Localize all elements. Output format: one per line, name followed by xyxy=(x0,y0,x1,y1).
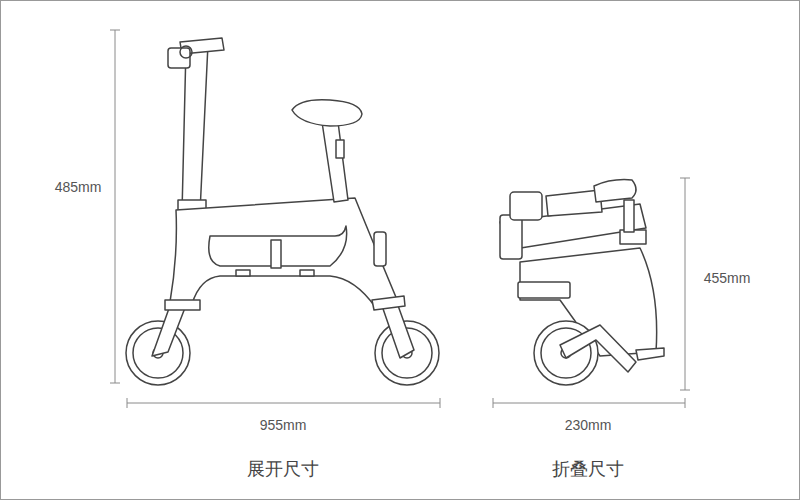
fork-joint xyxy=(165,300,200,310)
dimension-line xyxy=(115,30,116,383)
bell xyxy=(180,46,192,58)
folded-bike xyxy=(500,180,664,385)
dimension-tick xyxy=(685,398,686,408)
dimension-lines xyxy=(110,30,690,408)
dimension-label: 485mm xyxy=(55,179,102,196)
dimension-tick xyxy=(440,398,441,408)
folded-seat xyxy=(594,180,636,202)
bike-frame xyxy=(170,198,398,308)
dimension-tick xyxy=(127,398,128,408)
footrest xyxy=(236,270,250,276)
fork-joint xyxy=(372,296,405,310)
dimension-tick xyxy=(110,30,120,31)
dimension-label: 230mm xyxy=(565,417,612,434)
seat xyxy=(292,100,362,126)
handlebar-stem xyxy=(182,44,208,212)
dimension-tick xyxy=(110,383,120,384)
folded-kickstand xyxy=(636,348,664,360)
caption-label: 展开尺寸 xyxy=(247,459,319,481)
dimension-label: 455mm xyxy=(704,270,751,287)
folded-seat-post xyxy=(624,200,634,232)
dimension-line xyxy=(493,403,685,404)
caption-label: 折叠尺寸 xyxy=(552,459,624,481)
dimension-tick xyxy=(680,178,690,179)
dimension-label: 955mm xyxy=(260,417,307,434)
folded-fork xyxy=(560,325,636,372)
folded-latch xyxy=(518,282,570,298)
footrest xyxy=(300,270,314,276)
frame-latch xyxy=(271,240,281,268)
seat-post xyxy=(322,122,348,202)
dimension-tick xyxy=(493,398,494,408)
seat-clamp xyxy=(336,140,344,158)
dimension-line xyxy=(685,178,686,390)
dimension-line xyxy=(127,403,440,404)
unfolded-bike xyxy=(126,38,439,385)
folded-frame-part xyxy=(546,190,602,216)
side-latch xyxy=(374,232,386,266)
dimension-tick xyxy=(680,390,690,391)
folded-headlight xyxy=(510,192,542,220)
folded-handlebar xyxy=(500,215,522,259)
